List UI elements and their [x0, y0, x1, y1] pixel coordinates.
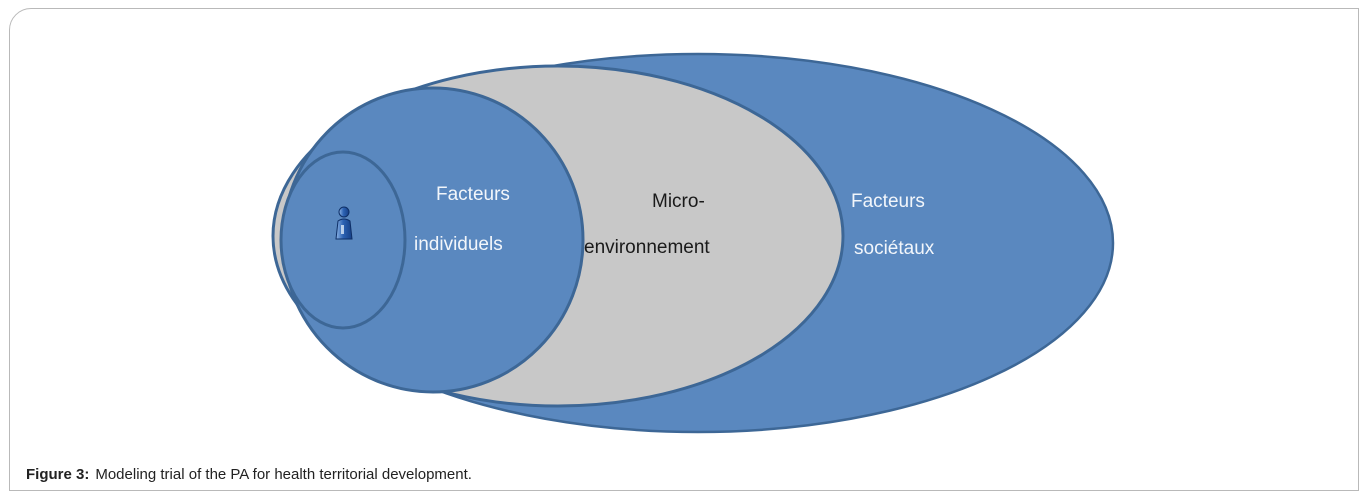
- inner-label-line1: Facteurs: [436, 184, 510, 205]
- figure-caption-label: Figure 3:: [26, 466, 90, 483]
- middle-label-line1: Micro-: [652, 191, 705, 212]
- inner-label-line2: individuels: [414, 234, 503, 255]
- center-circle-person: [279, 150, 407, 330]
- outer-label-line2: sociétaux: [854, 238, 935, 259]
- figure-caption: Figure 3: Modeling trial of the PA for he…: [26, 466, 472, 483]
- outer-label-line1: Facteurs: [851, 191, 925, 212]
- person-icon: [335, 206, 353, 240]
- middle-label-line2: environnement: [584, 237, 710, 258]
- figure-caption-text: Modeling trial of the PA for health terr…: [95, 466, 472, 483]
